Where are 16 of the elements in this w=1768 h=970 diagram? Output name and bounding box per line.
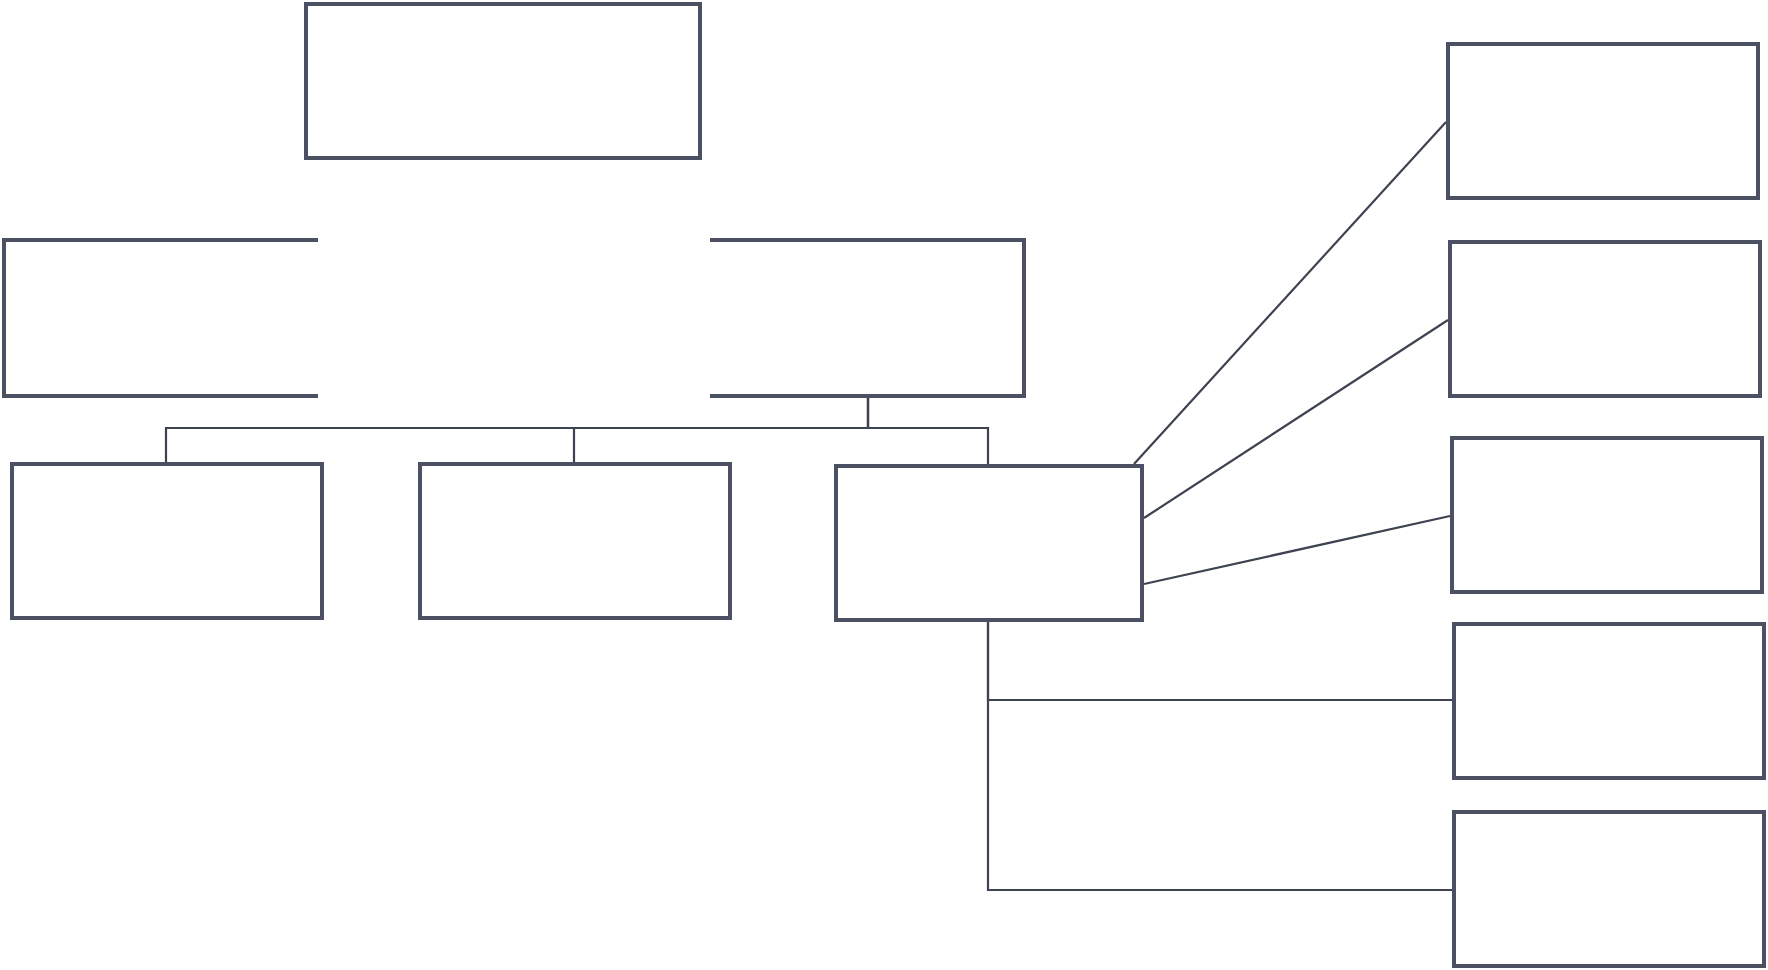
empty-box	[10, 462, 324, 620]
empty-box	[304, 2, 702, 160]
empty-box	[1452, 810, 1766, 968]
open-frame	[710, 238, 1026, 398]
empty-box	[1450, 436, 1764, 594]
empty-box	[1448, 240, 1762, 398]
connector-line	[866, 398, 990, 464]
connector-line	[1143, 514, 1451, 586]
empty-box	[1446, 42, 1760, 200]
connector-line	[1143, 319, 1449, 519]
connector-line	[1133, 121, 1447, 465]
empty-box	[1452, 622, 1766, 780]
connector-line	[986, 622, 1452, 892]
empty-box	[418, 462, 732, 620]
open-frame	[2, 238, 318, 398]
empty-box	[834, 464, 1144, 622]
